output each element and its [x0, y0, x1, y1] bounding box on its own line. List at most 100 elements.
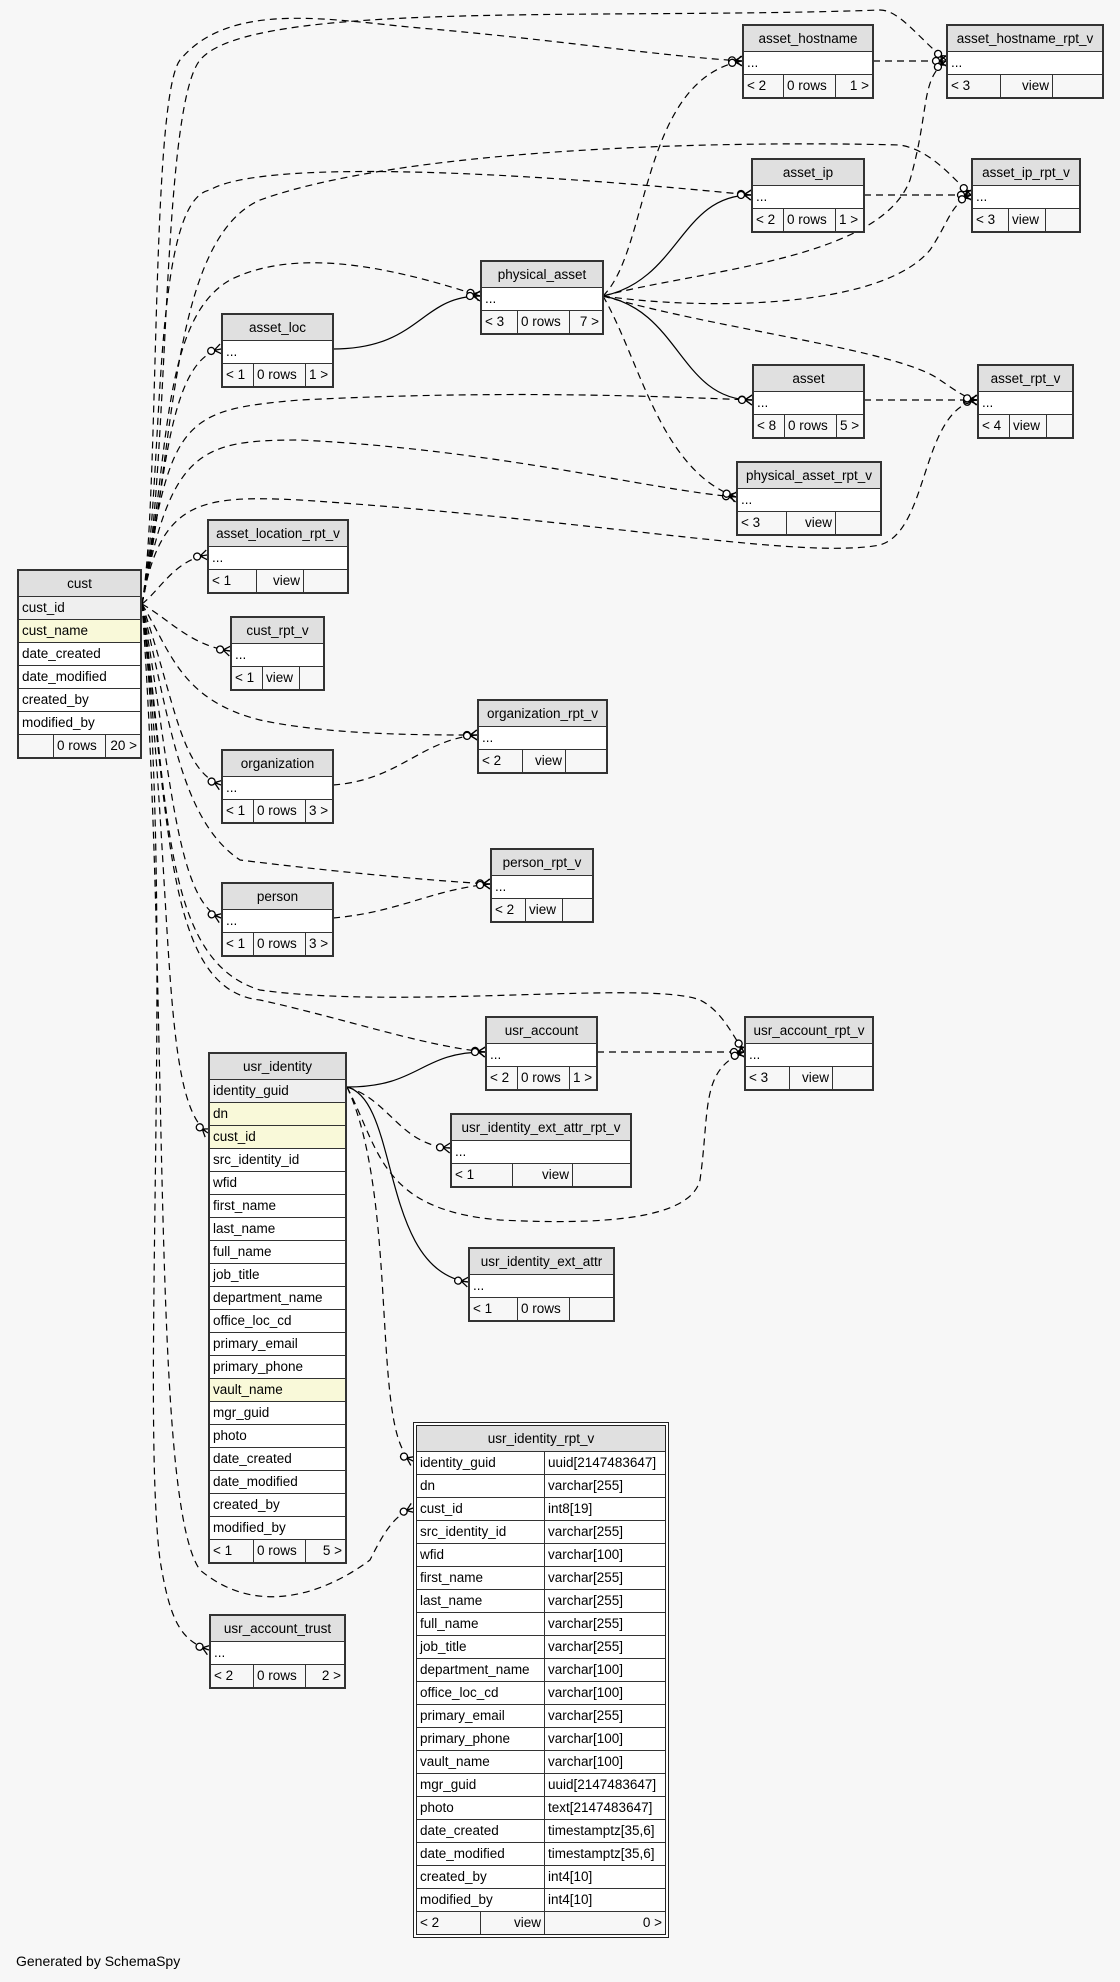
children-link[interactable]: 5 > — [840, 418, 860, 433]
parents-link[interactable]: < 2 — [479, 750, 523, 772]
parents-link[interactable] — [19, 735, 54, 757]
parents-link[interactable]: < 1 — [210, 1540, 254, 1562]
children-link[interactable] — [300, 667, 323, 689]
children-link[interactable]: 1 > — [573, 1070, 593, 1085]
table-usr-account-trust[interactable]: usr_account_trust ... < 2 0 rows 2 > — [209, 1614, 346, 1689]
table-title[interactable]: asset_ip — [753, 160, 863, 186]
table-title[interactable]: asset_location_rpt_v — [209, 521, 347, 547]
column-mgr-guid[interactable]: mgr_guid — [210, 1402, 345, 1425]
column-date-created[interactable]: date_created — [19, 643, 140, 666]
parents-link[interactable]: < 3 — [948, 75, 1001, 97]
column-dn[interactable]: dn — [210, 1103, 345, 1126]
table-usr-identity-ext-attr-rpt-v[interactable]: usr_identity_ext_attr_rpt_v ... < 1 view — [450, 1113, 632, 1188]
children-link[interactable]: 5 > — [322, 1543, 342, 1558]
parents-link[interactable]: < 8 — [754, 415, 785, 437]
children-link[interactable] — [304, 570, 347, 592]
column-wfid[interactable]: wfid — [210, 1172, 345, 1195]
column-primary-phone[interactable]: primary_phone — [210, 1356, 345, 1379]
parents-link[interactable]: < 2 — [487, 1067, 518, 1089]
table-cust[interactable]: cust cust_id cust_name date_created date… — [17, 569, 142, 759]
table-title[interactable]: usr_identity_ext_attr_rpt_v — [452, 1115, 630, 1141]
column-created-by[interactable]: created_by — [19, 689, 140, 712]
parents-link[interactable]: < 3 — [973, 209, 1009, 231]
table-title[interactable]: asset_hostname_rpt_v — [948, 26, 1102, 52]
parents-link[interactable]: < 1 — [232, 667, 263, 689]
column-cust-name[interactable]: cust_name — [19, 620, 140, 643]
children-link[interactable]: 7 > — [579, 314, 599, 329]
table-title[interactable]: usr_identity — [210, 1054, 345, 1080]
children-link[interactable]: 1 > — [309, 367, 329, 382]
table-title[interactable]: usr_identity_ext_attr — [470, 1249, 613, 1275]
parents-link[interactable]: < 3 — [738, 512, 787, 534]
parents-link[interactable]: < 4 — [979, 415, 1010, 437]
table-title[interactable]: usr_account — [487, 1018, 596, 1044]
column-first-name[interactable]: first_name — [210, 1195, 345, 1218]
table-title[interactable]: physical_asset — [482, 262, 602, 288]
table-asset[interactable]: asset ... < 8 0 rows 5 > — [752, 364, 865, 439]
table-title[interactable]: asset_hostname — [744, 26, 872, 52]
table-cust-rpt-v[interactable]: cust_rpt_v ... < 1 view — [230, 616, 325, 691]
children-link[interactable]: 20 > — [110, 738, 137, 753]
parents-link[interactable]: < 1 — [223, 800, 254, 822]
children-link[interactable] — [833, 1067, 872, 1089]
table-usr-identity[interactable]: usr_identity identity_guid dn cust_id sr… — [208, 1052, 347, 1564]
table-title[interactable]: asset_loc — [223, 315, 332, 341]
children-link[interactable]: 1 > — [839, 212, 859, 227]
column-cust-id[interactable]: cust_id — [19, 597, 140, 620]
table-title[interactable]: physical_asset_rpt_v — [738, 463, 880, 489]
children-link[interactable]: 3 > — [309, 803, 329, 818]
parents-link[interactable]: < 2 — [753, 209, 784, 231]
table-physical-asset[interactable]: physical_asset ... < 3 0 rows 7 > — [480, 260, 604, 335]
column-vault-name[interactable]: vault_name — [210, 1379, 345, 1402]
column-date-modified[interactable]: date_modified — [19, 666, 140, 689]
column-office-loc-cd[interactable]: office_loc_cd — [210, 1310, 345, 1333]
column-last-name[interactable]: last_name — [210, 1218, 345, 1241]
children-link[interactable] — [1047, 415, 1072, 437]
column-job-title[interactable]: job_title — [210, 1264, 345, 1287]
children-link[interactable] — [1046, 209, 1079, 231]
column-photo[interactable]: photo — [210, 1425, 345, 1448]
table-person-rpt-v[interactable]: person_rpt_v ... < 2 view — [490, 848, 594, 923]
table-title[interactable]: person — [223, 884, 332, 910]
parents-link[interactable]: < 2 — [417, 1912, 481, 1934]
table-asset-hostname-rpt-v[interactable]: asset_hostname_rpt_v ... < 3 view — [946, 24, 1104, 99]
parents-link[interactable]: < 1 — [223, 364, 254, 386]
children-link[interactable]: 0 > — [642, 1915, 662, 1930]
children-link[interactable] — [566, 750, 606, 772]
column-date-created[interactable]: date_created — [210, 1448, 345, 1471]
column-created-by[interactable]: created_by — [210, 1494, 345, 1517]
table-organization-rpt-v[interactable]: organization_rpt_v ... < 2 view — [477, 699, 608, 774]
table-title[interactable]: asset_rpt_v — [979, 366, 1072, 392]
column-primary-email[interactable]: primary_email — [210, 1333, 345, 1356]
table-title[interactable]: usr_account_rpt_v — [746, 1018, 872, 1044]
table-title[interactable]: asset_ip_rpt_v — [973, 160, 1079, 186]
table-title[interactable]: organization_rpt_v — [479, 701, 606, 727]
children-link[interactable] — [836, 512, 880, 534]
table-asset-location-rpt-v[interactable]: asset_location_rpt_v ... < 1 view — [207, 519, 349, 594]
parents-link[interactable]: < 2 — [744, 75, 784, 97]
table-title[interactable]: cust_rpt_v — [232, 618, 323, 644]
parents-link[interactable]: < 3 — [746, 1067, 790, 1089]
parents-link[interactable]: < 1 — [470, 1298, 518, 1320]
children-link[interactable] — [563, 899, 592, 921]
table-asset-rpt-v[interactable]: asset_rpt_v ... < 4 view — [977, 364, 1074, 439]
parents-link[interactable]: < 1 — [209, 570, 257, 592]
column-identity-guid[interactable]: identity_guid — [210, 1080, 345, 1103]
column-department-name[interactable]: department_name — [210, 1287, 345, 1310]
